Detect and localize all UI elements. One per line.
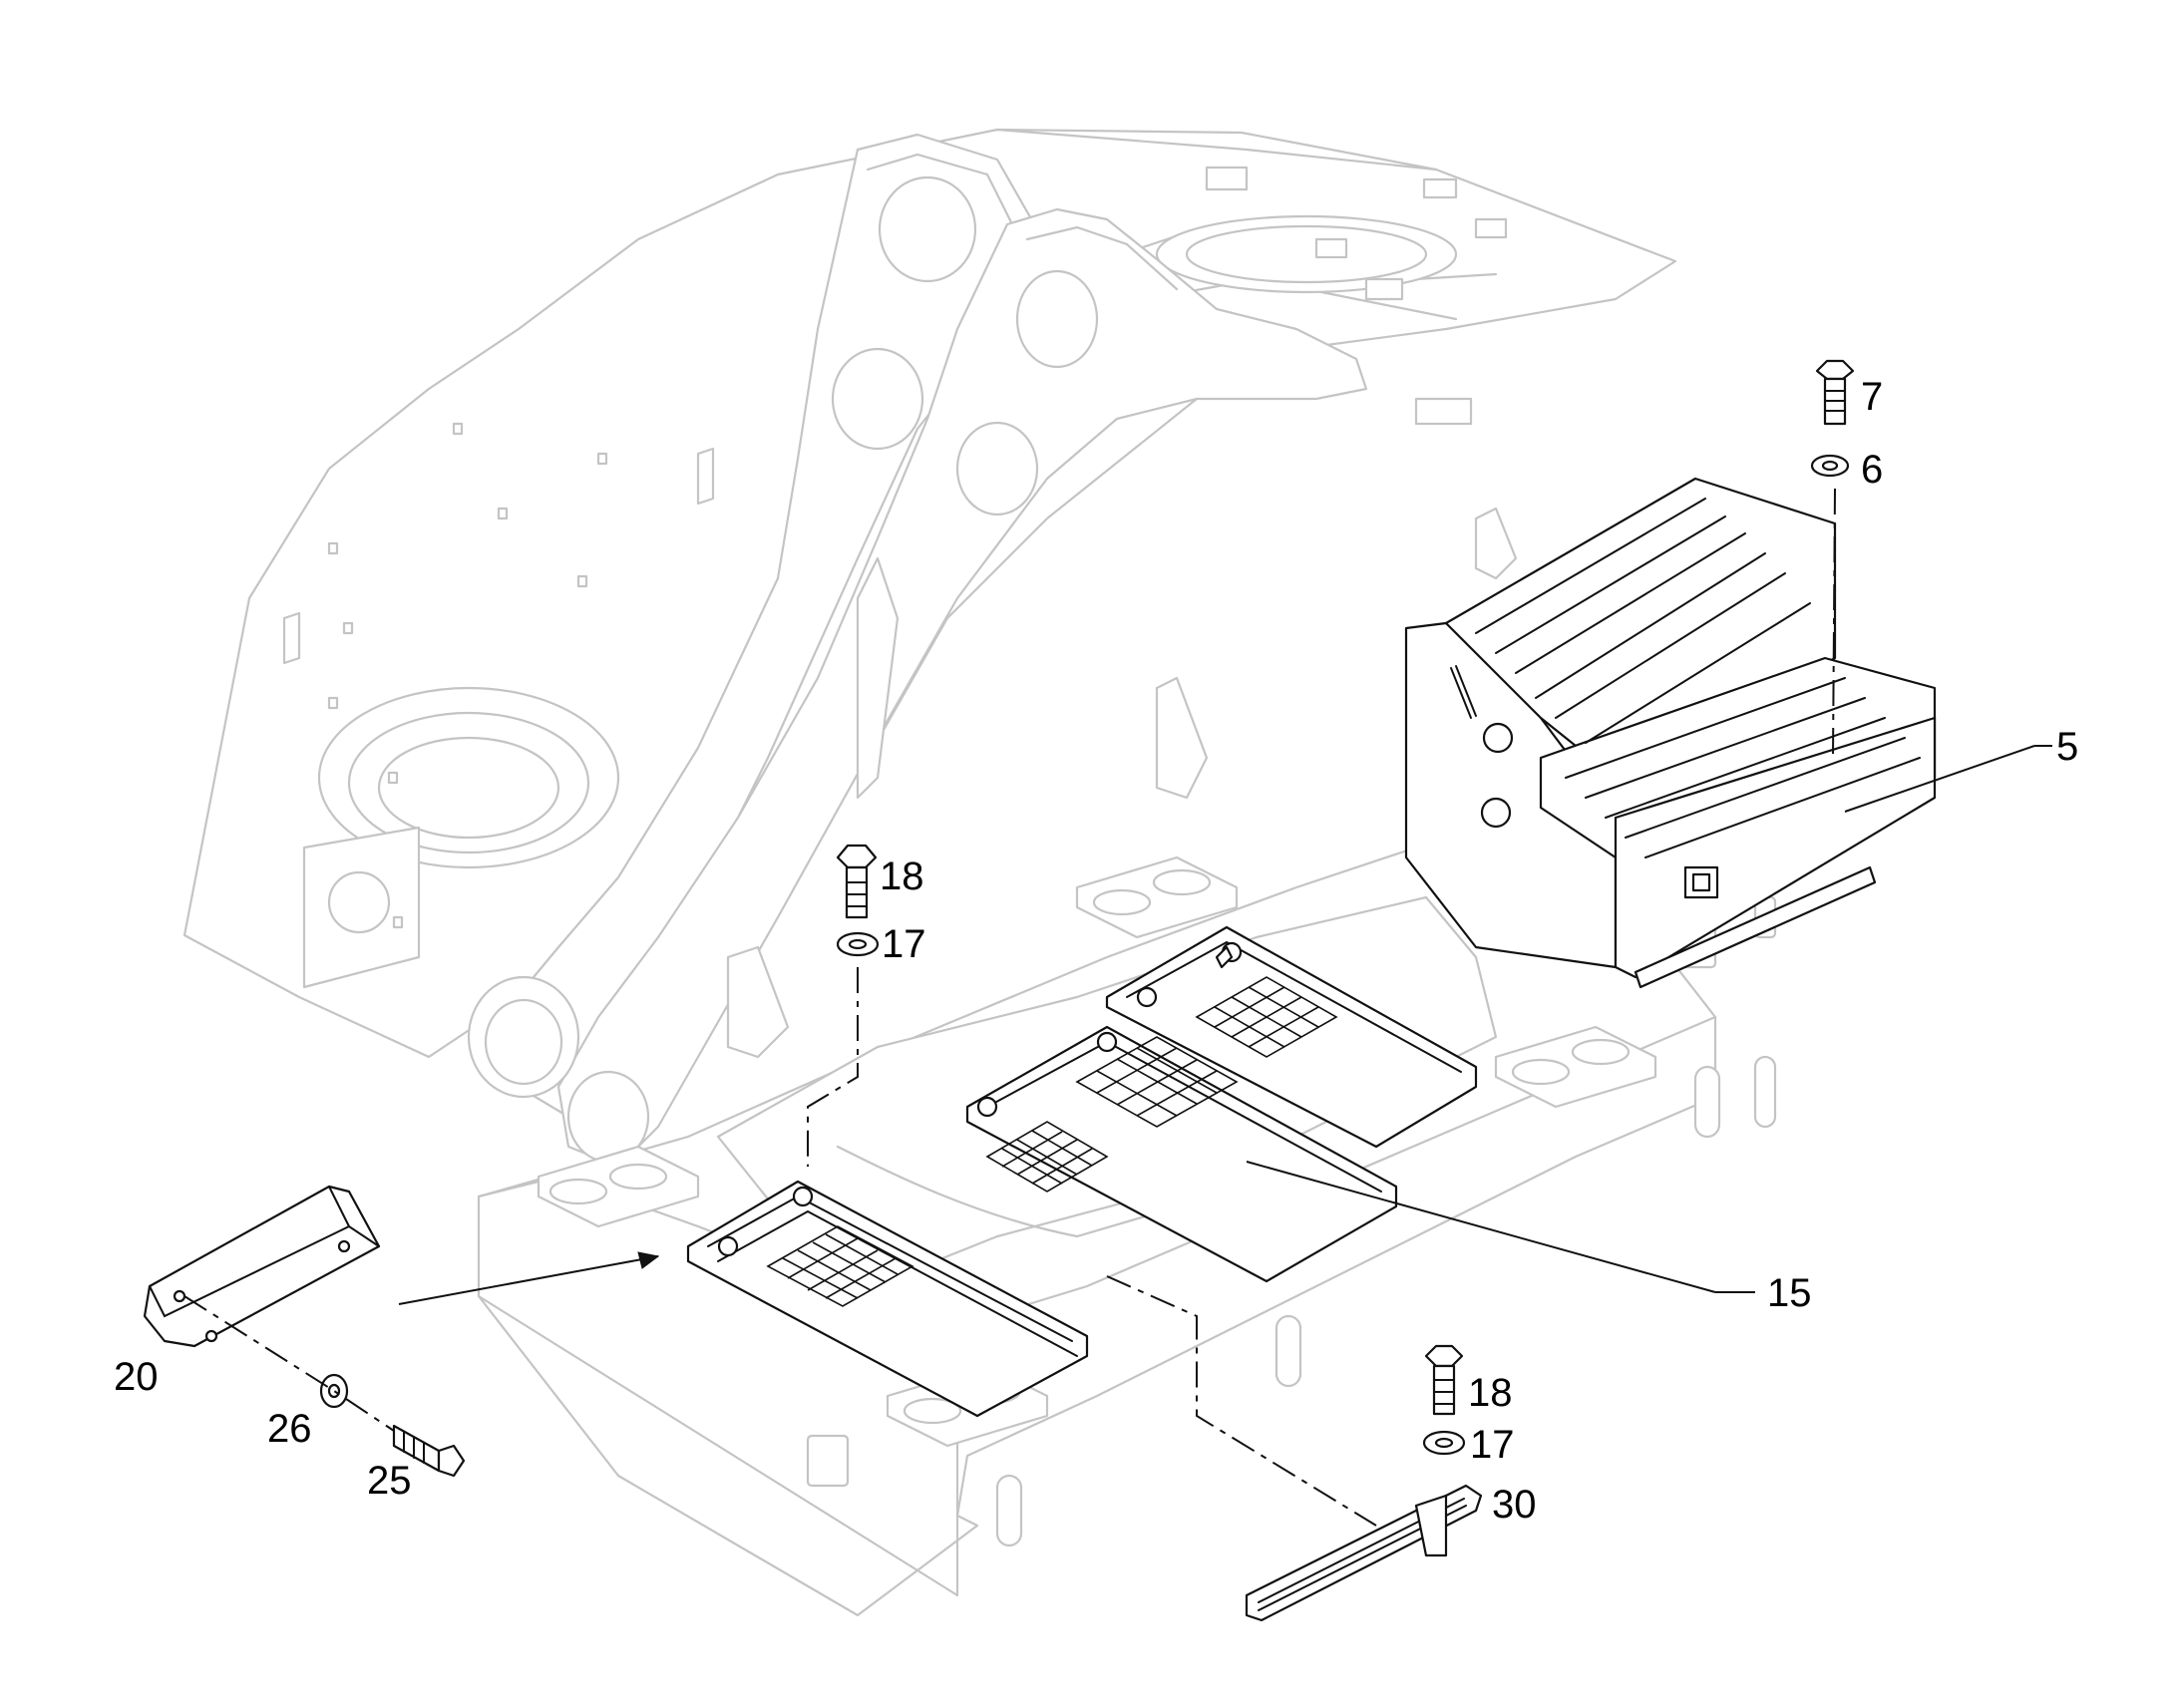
washer-26-icon <box>319 1373 349 1409</box>
hold-down-brackets <box>686 925 1478 1418</box>
bolt-7-icon <box>1815 359 1855 426</box>
callout-15: 15 <box>1767 1271 1812 1315</box>
washer-17-lower-icon <box>1422 1430 1466 1456</box>
battery-box <box>1404 477 1937 989</box>
callout-6: 6 <box>1861 448 1883 492</box>
bolt-18-upper-icon <box>836 844 878 919</box>
callout-18-upper: 18 <box>880 854 924 898</box>
retaining-strap <box>1245 1484 1483 1622</box>
callout-25: 25 <box>367 1459 412 1503</box>
leader-lines <box>183 488 2052 1527</box>
callout-17-lower: 17 <box>1470 1423 1515 1467</box>
washer-17-upper-icon <box>836 931 880 957</box>
bolt-25-icon <box>392 1424 466 1478</box>
callout-17-upper: 17 <box>882 922 926 966</box>
callout-26: 26 <box>267 1407 312 1451</box>
boom-mount <box>467 133 1368 1169</box>
callout-labels: 7 6 5 15 18 17 18 17 30 20 26 25 <box>114 375 2078 1527</box>
washer-6-icon <box>1810 454 1850 478</box>
callout-18-lower: 18 <box>1468 1371 1513 1415</box>
angle-bracket <box>143 1185 381 1348</box>
callout-30: 30 <box>1492 1483 1537 1527</box>
bolt-18-lower-icon <box>1424 1344 1464 1416</box>
callout-20: 20 <box>114 1355 159 1399</box>
callout-5: 5 <box>2056 725 2078 769</box>
callout-7: 7 <box>1861 375 1883 419</box>
